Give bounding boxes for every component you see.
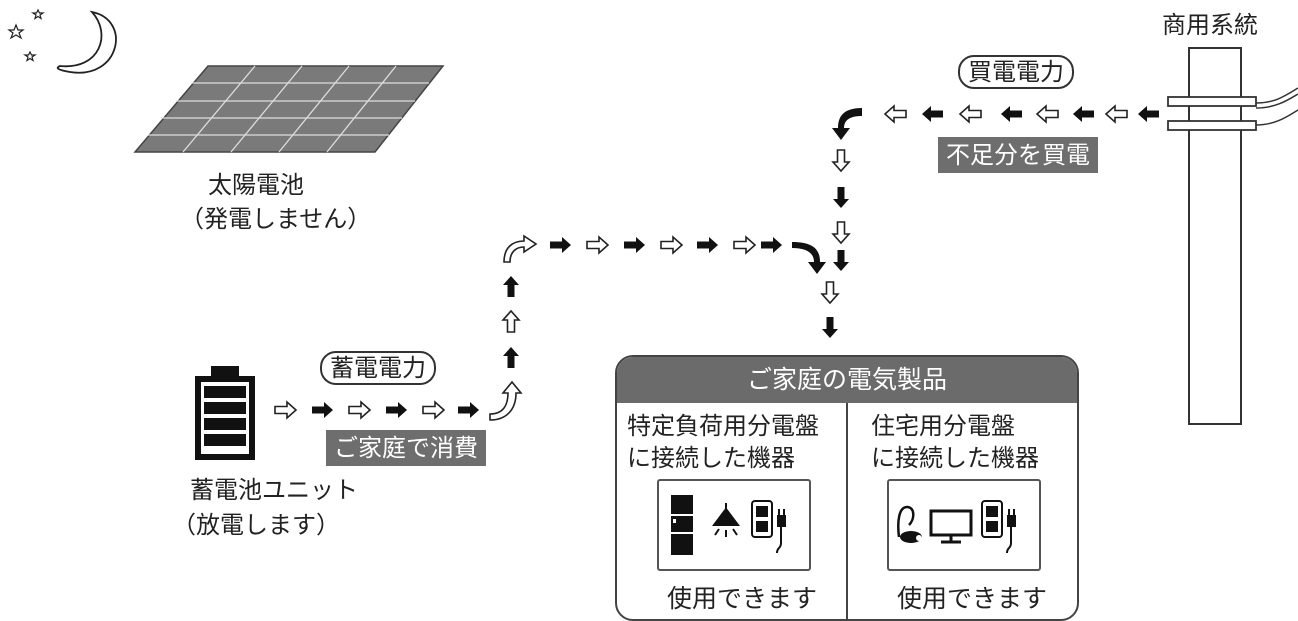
- ceiling-light-icon: [712, 503, 740, 537]
- utility-pole-icon: [1167, 47, 1298, 425]
- curve-arrow-right: [503, 234, 538, 263]
- solar-name: 太陽電池: [208, 171, 304, 199]
- plug-icon: [1006, 509, 1016, 554]
- panel-divider: [846, 403, 848, 619]
- star-icon: [7, 8, 45, 62]
- vacuum-icon: [897, 505, 922, 543]
- appliances-panel: ご家庭の電気製品 特定負荷用分電盤 に接続した機器: [615, 355, 1079, 621]
- left-devices-box: [657, 479, 811, 571]
- corner-arrow-down: [832, 108, 862, 140]
- tv-icon: [929, 509, 973, 544]
- battery-icon: [195, 366, 255, 460]
- curve-arrow-up: [489, 380, 523, 421]
- utility-grid-label: 商用系統: [1162, 11, 1258, 39]
- right-group-line2: に接続した機器: [871, 444, 1039, 472]
- battery-status: （放電します）: [172, 511, 340, 539]
- top-flow-arrows: [550, 236, 782, 254]
- curve-arrow-down: [792, 242, 826, 274]
- moon-icon: [56, 10, 117, 74]
- solar-status: （発電しません）: [180, 205, 372, 233]
- battery-name: 蓄電池ユニット: [190, 476, 358, 504]
- left-group-line1: 特定負荷用分電盤: [627, 412, 819, 440]
- left-usable-status: 使用できます: [667, 584, 818, 613]
- descent-arrows: [832, 149, 850, 271]
- plug-icon: [776, 509, 786, 554]
- solar-panel-icon: [133, 65, 445, 153]
- merge-arrows: [821, 281, 839, 338]
- outlet-icon: [981, 500, 1003, 538]
- right-usable-status: 使用できます: [897, 584, 1048, 613]
- appliances-title: ご家庭の電気製品: [617, 357, 1077, 403]
- buy-shortfall-label: 不足分を買電: [938, 137, 1098, 173]
- fridge-icon: [671, 495, 693, 555]
- rise-arrows: [502, 276, 520, 368]
- right-devices-box: [887, 479, 1041, 571]
- battery-flow-arrows: [274, 401, 479, 419]
- right-group-line1: 住宅用分電盤: [871, 412, 1015, 440]
- grid-flow-arrows: [884, 105, 1159, 123]
- purchased-power-label: 買電電力: [958, 55, 1074, 89]
- outlet-icon: [751, 500, 773, 538]
- stored-power-label: 蓄電電力: [320, 351, 436, 385]
- home-consumption-label: ご家庭で消費: [326, 430, 486, 466]
- left-group-line2: に接続した機器: [627, 444, 795, 472]
